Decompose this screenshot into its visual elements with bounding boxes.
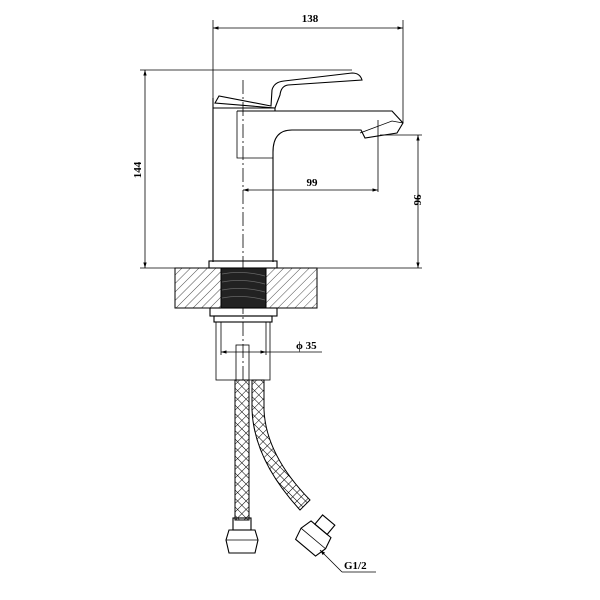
dimension-width: 138 bbox=[213, 13, 403, 30]
dim-label-138: 138 bbox=[302, 13, 319, 25]
threaded-shank bbox=[220, 267, 267, 309]
dim-label-diameter: ϕ 35 bbox=[296, 340, 317, 352]
dim-label-thread: G1/2 bbox=[344, 560, 367, 572]
dimension-diameter: ϕ 35 bbox=[221, 340, 322, 354]
extension-lines bbox=[140, 20, 422, 269]
hex-nut-left bbox=[225, 529, 259, 554]
hose-right bbox=[251, 379, 311, 511]
dimension-spout-height: 96 bbox=[411, 135, 423, 268]
dimension-reach: 99 bbox=[243, 177, 378, 192]
dim-label-96: 96 bbox=[411, 195, 423, 207]
hose-left bbox=[234, 379, 250, 521]
dimension-height: 144 bbox=[132, 70, 147, 268]
hex-nut-right bbox=[294, 514, 336, 557]
dim-label-99: 99 bbox=[307, 177, 319, 189]
dim-label-144: 144 bbox=[132, 161, 144, 178]
connection-callout: G1/2 bbox=[319, 549, 376, 573]
countertop-section bbox=[174, 267, 318, 309]
mounting-nut bbox=[209, 307, 278, 381]
faucet-body bbox=[208, 72, 404, 269]
lever-handle bbox=[214, 72, 363, 109]
flexible-hoses bbox=[225, 379, 336, 557]
spout bbox=[237, 110, 404, 262]
